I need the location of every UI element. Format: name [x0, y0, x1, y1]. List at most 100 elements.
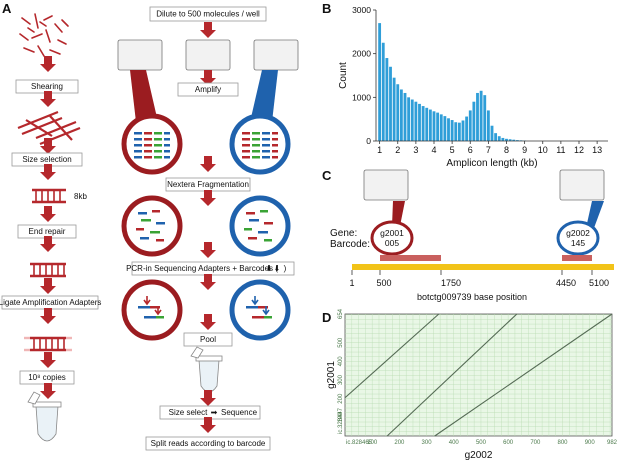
well-plate-left-icon — [117, 39, 163, 71]
callout-wedge-g2002 — [586, 201, 604, 228]
right-arrow-icon: ➡ — [211, 408, 218, 417]
svg-text:Size selection: Size selection — [22, 155, 71, 164]
fragment-circle-blue — [229, 195, 291, 257]
x-axis-label: g2002 — [465, 450, 493, 461]
y-tick-label: 200 — [338, 393, 344, 404]
x-tick-label: 3 — [413, 145, 418, 155]
x-axis-label: Amplicon length (kb) — [446, 158, 537, 169]
histogram-bar — [428, 109, 432, 141]
histogram-bar — [497, 136, 501, 141]
y-tick-label: 3000 — [352, 5, 371, 15]
histogram-bar — [399, 89, 403, 141]
histogram-bar — [396, 84, 400, 141]
histogram-bar — [490, 125, 494, 141]
svg-text:Dilute to 500 molecules / well: Dilute to 500 molecules / well — [156, 10, 260, 19]
pool-step: Pool — [183, 332, 233, 347]
histogram-bar — [465, 116, 469, 141]
svg-text:Pool: Pool — [200, 335, 216, 344]
size-label: 8kb — [74, 192, 87, 201]
contig-bar — [352, 264, 614, 270]
y-tick-label: 0 — [366, 136, 371, 146]
x-tick-label: 11 — [556, 145, 565, 155]
sheared-dna-cluster-icon — [19, 13, 69, 57]
x-tick-label: 982 — [607, 440, 617, 446]
histogram-bar — [432, 111, 436, 141]
repaired-dna-icon — [30, 262, 66, 278]
histogram-bar — [407, 97, 411, 141]
gene-g2002-ellipse — [556, 220, 600, 256]
histogram-bar — [378, 23, 382, 142]
histogram-bar — [472, 101, 476, 141]
svg-text:PCR-in Sequencing Adapters + B: PCR-in Sequencing Adapters + Barcodes ( — [126, 264, 278, 273]
x-tick-label: 2 — [395, 145, 400, 155]
contig-axis-title: botctg009739 base position — [417, 292, 527, 302]
histogram-bar — [392, 77, 396, 141]
y-tick-label: 2000 — [352, 49, 371, 59]
amplicons-red-well-icon — [134, 132, 170, 159]
svg-text:End repair: End repair — [29, 227, 66, 236]
x-start-label: ic.828465 — [346, 440, 373, 446]
histogram-bar — [418, 103, 421, 141]
barcoded-circle-red — [121, 279, 183, 341]
histogram-bar — [461, 120, 465, 141]
x-tick-label: 13 — [592, 145, 602, 155]
x-tick-label: 900 — [585, 440, 596, 446]
copies-step: 10⁸ copies — [19, 370, 75, 385]
barcode-label: Barcode: — [330, 239, 370, 250]
histogram-bar — [447, 118, 450, 141]
panel-label-c: C — [322, 168, 332, 183]
y-axis-label: g2001 — [326, 361, 337, 389]
svg-text:Split reads according to barco: Split reads according to barcode — [151, 439, 266, 448]
x-tick-label: 500 — [476, 440, 487, 446]
histogram-bar — [494, 133, 498, 141]
y-start-label: ic.328447 — [338, 407, 344, 434]
x-tick-label: 12 — [574, 145, 584, 155]
histogram-bar — [403, 92, 407, 141]
y-tick-label: 1000 — [352, 92, 371, 102]
pcr-barcodes-step: PCR-in Sequencing Adapters + Barcodes ( … — [126, 261, 295, 276]
x-tick-label: 9 — [522, 145, 527, 155]
histogram-bar — [486, 110, 490, 141]
y-tick-label: 500 — [338, 337, 344, 348]
x-tick-label: 200 — [394, 440, 405, 446]
alignment-line — [434, 313, 613, 437]
histogram-bar — [476, 92, 479, 141]
gene-g2002: g2002 — [566, 228, 590, 238]
barcoded-circle-blue — [229, 279, 291, 341]
barcoded-fragments-blue-icon — [246, 296, 272, 319]
amplicon-g2001-bar — [380, 255, 441, 261]
x-tick-label: 6 — [468, 145, 473, 155]
svg-text:Shearing: Shearing — [31, 82, 63, 91]
tick-label-1: 1 — [349, 278, 354, 288]
x-tick-label: 8 — [504, 145, 509, 155]
nextera-fragmentation-step: Nextera Fragmentation — [165, 177, 251, 192]
x-tick-label: 100 — [367, 440, 378, 446]
red-barcode-arrow-icon: ⬇ — [274, 264, 281, 273]
histogram-bar — [450, 120, 454, 141]
y-tick-label: 400 — [338, 356, 344, 367]
callout-wedge-g2001 — [392, 201, 405, 226]
svg-text:10⁸ copies: 10⁸ copies — [28, 373, 66, 382]
pooled-tube-icon — [190, 346, 223, 393]
histogram-bar — [505, 138, 508, 141]
svg-text:Ligate Amplification Adapters: Ligate Amplification Adapters — [0, 298, 101, 307]
x-tick-label: 700 — [530, 440, 541, 446]
barcoded-fragments-red-icon — [138, 296, 164, 319]
gene-g2001-ellipse — [370, 220, 414, 256]
histogram-bar — [389, 66, 392, 141]
barcode-145: 145 — [571, 238, 585, 248]
gene-label: Gene: — [330, 228, 357, 239]
histogram-bar — [436, 112, 440, 141]
histogram-bar — [501, 137, 505, 141]
panel-label-b: B — [322, 1, 331, 16]
histogram-bar — [425, 107, 429, 141]
shearing-step: Shearing — [15, 79, 79, 94]
histogram-bar — [385, 58, 389, 141]
svg-text:Amplify: Amplify — [195, 85, 221, 94]
x-tick-label: 5 — [450, 145, 455, 155]
histogram-bar — [410, 99, 414, 141]
histogram-bar — [515, 140, 519, 141]
well-plate-right-icon — [253, 39, 299, 71]
svg-text:Size select: Size select — [169, 408, 208, 417]
